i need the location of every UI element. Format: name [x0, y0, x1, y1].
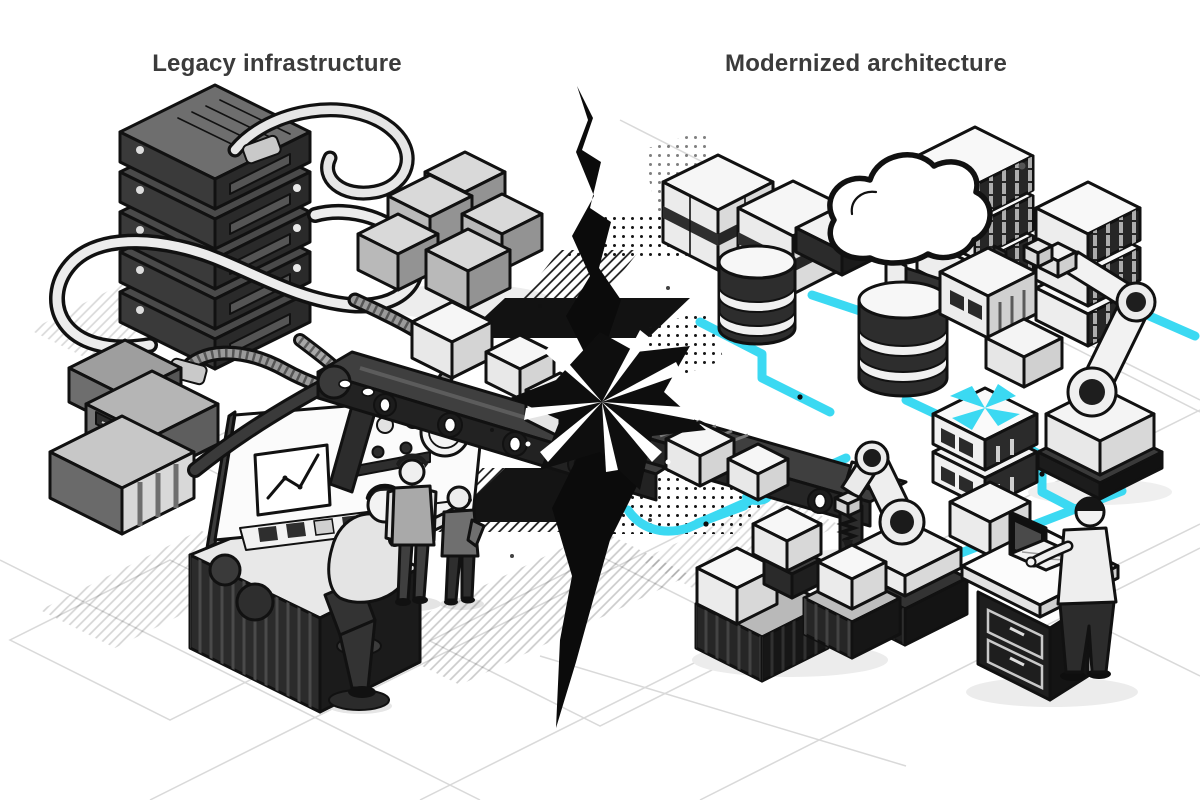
legacy-equipment-boxes: [48, 338, 220, 536]
modern-fan-server: [931, 384, 1039, 510]
spark-burst-icon: [510, 332, 706, 490]
modern-pallet-boxes: [694, 505, 902, 683]
modern-title: Modernized architecture: [725, 50, 1007, 77]
modern-database-large: [857, 280, 949, 398]
legacy-server-rack: [118, 83, 312, 371]
modern-module-boxes: [938, 246, 1064, 389]
crack-speckles: [468, 286, 670, 558]
modern-engineer: [1025, 496, 1118, 681]
legacy-storage-crates: [356, 150, 544, 311]
console-big-button: [208, 553, 242, 587]
legacy-title: Legacy infrastructure: [152, 50, 402, 77]
fan-pinwheel-icon: [950, 384, 1020, 430]
console-screen: [253, 443, 332, 517]
hair-icon: [1076, 497, 1104, 511]
legacy-standing-workers: [384, 453, 486, 606]
console-big-button: [235, 582, 275, 622]
modern-robot-arm-large: [1022, 237, 1164, 501]
worker-in-jacket: [440, 485, 486, 606]
cap-icon: [396, 453, 428, 468]
cloud-icon: [827, 152, 993, 266]
modern-database-small: [717, 244, 797, 346]
worker-with-cap: [384, 453, 438, 606]
spark-rays: [524, 330, 703, 472]
modern-container-modules: [661, 153, 890, 296]
crack-divider: [468, 86, 706, 728]
drill-bit-icon: [836, 514, 860, 542]
